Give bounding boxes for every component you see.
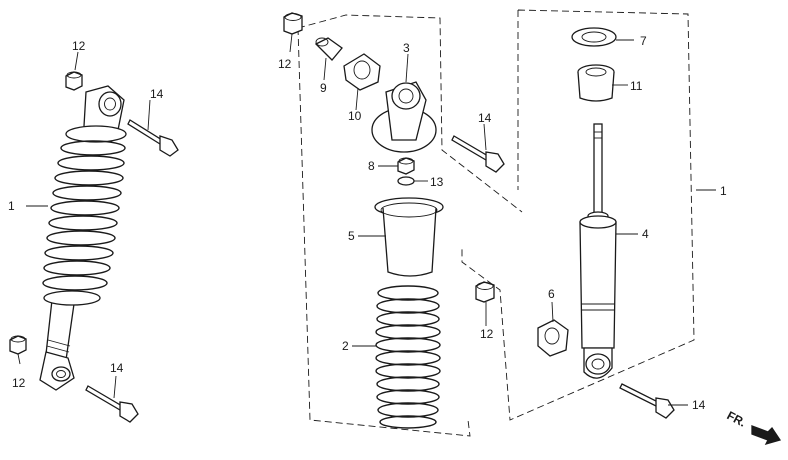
dust-seal-ring: [571, 27, 617, 47]
callout-9: 9: [320, 81, 327, 95]
nut-lower-left: [9, 335, 27, 355]
callout-14-middle: 14: [478, 111, 492, 125]
callout-12-upper-left: 12: [72, 39, 86, 53]
callout-3: 3: [403, 41, 410, 55]
callout-1-right: 1: [720, 184, 727, 198]
right-group-boundary: [461, 9, 695, 421]
upper-mount: [371, 81, 437, 153]
damper-unit: [579, 123, 617, 379]
front-direction-arrow: FR.: [725, 408, 782, 446]
callout-14-upper-left: 14: [150, 87, 164, 101]
callout-2: 2: [342, 339, 349, 353]
nut-top-middle: [283, 12, 303, 35]
callout-13: 13: [430, 175, 444, 189]
bolt-lower-left: [85, 385, 139, 423]
leader-lines: [17, 33, 716, 406]
callout-7: 7: [640, 34, 647, 48]
nut-right: [475, 281, 495, 303]
bolt-middle: [451, 135, 505, 173]
middle-group-boundary: [297, 14, 523, 437]
bushing: [343, 53, 381, 91]
callout-12-top-middle: 12: [278, 57, 292, 71]
callout-12-right: 12: [480, 327, 494, 341]
lower-bushing: [537, 319, 569, 357]
callout-5: 5: [348, 229, 355, 243]
spring-cup: [374, 197, 444, 277]
coil-spring: [375, 285, 441, 429]
callout-10: 10: [348, 109, 362, 123]
bolt-upper-left: [127, 119, 179, 157]
collar: [314, 37, 343, 61]
assembled-shock-absorber: [39, 85, 127, 391]
callout-14-lower-left: 14: [110, 361, 124, 375]
bump-stopper: [577, 64, 615, 102]
lock-nut: [397, 157, 415, 175]
bolt-lower-right: [619, 383, 675, 419]
callout-12-lower-left: 12: [12, 376, 26, 390]
callout-11: 11: [630, 79, 643, 93]
callout-1-left: 1: [8, 199, 15, 213]
nut-upper-left: [65, 71, 83, 91]
callout-labels: 1 12 14 12 14 12 9 10 3 8 13 5 2 14 7 11…: [8, 34, 727, 412]
assembled-coil-spring: [42, 140, 126, 291]
callout-14-lower-right: 14: [692, 398, 706, 412]
callout-8: 8: [368, 159, 375, 173]
callout-4: 4: [642, 227, 649, 241]
front-direction-label: FR.: [725, 408, 749, 429]
callout-6: 6: [548, 287, 555, 301]
washer: [397, 176, 415, 186]
